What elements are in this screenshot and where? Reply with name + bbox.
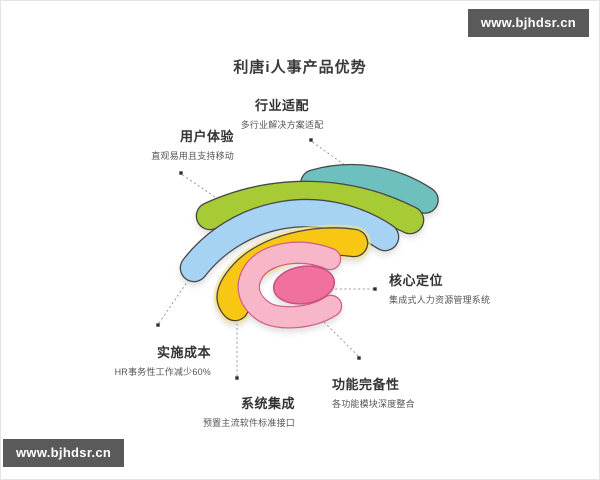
label-ux-desc: 直观易用且支持移动 — [151, 151, 234, 161]
label-integration: 系统集成 预置主流软件标准接口 — [155, 393, 295, 429]
band-core-ellipse — [272, 265, 336, 305]
label-integration-title: 系统集成 — [240, 396, 295, 411]
connector-dots — [156, 138, 377, 380]
dot-core — [373, 287, 377, 291]
dot-completeness — [357, 356, 361, 360]
dot-cost — [156, 323, 160, 327]
band-industry-arc — [301, 165, 438, 213]
label-ux: 用户体验 直观易用且支持移动 — [94, 126, 234, 162]
label-completeness-desc: 各功能模块深度整合 — [332, 399, 415, 409]
label-integration-desc: 预置主流软件标准接口 — [202, 418, 295, 428]
label-ux-title: 用户体验 — [179, 129, 234, 144]
label-cost-desc: HR事务性工作减少60% — [114, 367, 211, 377]
label-completeness: 功能完备性 各功能模块深度整合 — [332, 374, 502, 410]
label-core-title: 核心定位 — [389, 273, 444, 288]
label-completeness-title: 功能完备性 — [332, 377, 400, 392]
connector-completeness — [315, 313, 359, 357]
dot-ux — [179, 171, 183, 175]
watermark-top-right: www.bjhdsr.cn — [467, 9, 589, 37]
page-title: 利唐i人事产品优势 — [233, 59, 367, 76]
band-completeness-arc — [238, 242, 341, 328]
label-core-desc: 集成式人力资源管理系统 — [389, 295, 491, 305]
band-cost-arc — [181, 200, 398, 281]
label-core: 核心定位 集成式人力资源管理系统 — [389, 270, 559, 306]
label-industry-title: 行业适配 — [254, 98, 309, 113]
label-industry: 行业适配 多行业解决方案适配 — [212, 95, 352, 131]
band-ux-arc — [197, 181, 423, 233]
dot-integration — [235, 376, 239, 380]
label-cost-title: 实施成本 — [156, 345, 211, 360]
label-industry-desc: 多行业解决方案适配 — [240, 120, 324, 130]
watermark-bottom-left: www.bjhdsr.cn — [3, 439, 125, 467]
label-cost: 实施成本 HR事务性工作减少60% — [71, 342, 211, 378]
dot-industry — [309, 138, 313, 142]
